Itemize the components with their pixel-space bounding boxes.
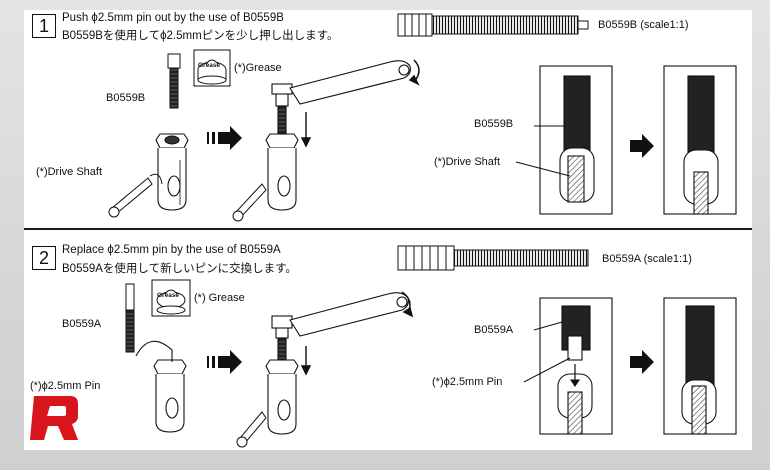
step2-rotate-arrow bbox=[401, 291, 414, 318]
step1-arrow-right bbox=[207, 126, 242, 150]
step2-shaft-right bbox=[236, 411, 267, 448]
step1-drive-shaft-right bbox=[232, 183, 267, 222]
step2-pin-leader bbox=[523, 357, 571, 383]
step1-wrench bbox=[289, 60, 411, 105]
step1-tool-b0559b bbox=[167, 53, 181, 109]
step-number-1: 1 bbox=[32, 14, 56, 38]
instruction-sheet bbox=[24, 10, 752, 450]
step-number-2: 2 bbox=[32, 246, 56, 270]
step1-tool-label: B0559B bbox=[106, 92, 146, 104]
step2-grease-tin-text: Grease bbox=[157, 292, 180, 299]
step2-instruction-ja: B0559Aを使用して新しいピンに交換します。 bbox=[62, 263, 297, 275]
step1-detail-after bbox=[663, 65, 737, 215]
step1-down-arrow bbox=[300, 112, 312, 148]
tool-b0559a-scale-drawing bbox=[397, 245, 589, 271]
step2-arrow-right bbox=[207, 350, 242, 374]
step1-shaft-leader bbox=[515, 161, 571, 177]
step1-detail-arrow bbox=[630, 134, 654, 158]
step2-tool-b0559a bbox=[125, 283, 135, 353]
step2-instruction-en: Replace ϕ2.5mm pin by the use of B0559A bbox=[62, 244, 281, 256]
step1-rotate-arrow bbox=[408, 59, 420, 86]
step2-wrench bbox=[289, 292, 409, 337]
step1-detail-part-label: (*)Drive Shaft bbox=[434, 156, 501, 168]
step2-detail-arrow bbox=[630, 350, 654, 374]
red-rc-logo bbox=[30, 396, 78, 440]
step-divider bbox=[24, 228, 752, 230]
step2-grease-label: (*) Grease bbox=[194, 292, 245, 304]
step2-part-label: (*)ϕ2.5mm Pin bbox=[30, 380, 101, 392]
step1-grease-tin-text: Grease bbox=[198, 62, 221, 69]
step1-scale-label: B0559B (scale1:1) bbox=[598, 19, 689, 31]
step2-cup-left bbox=[135, 340, 187, 433]
step1-detail-before bbox=[539, 65, 613, 215]
step1-cup-pressed bbox=[265, 83, 299, 211]
tool-b0559b-scale-drawing bbox=[397, 13, 589, 37]
step2-detail-before bbox=[539, 297, 613, 435]
step1-part-label: (*)Drive Shaft bbox=[36, 166, 103, 178]
step1-instruction-en: Push ϕ2.5mm pin out by the use of B0559B bbox=[62, 12, 284, 24]
step2-cup-pressed bbox=[265, 315, 299, 435]
step1-grease-tin bbox=[193, 49, 231, 87]
step2-grease-tin bbox=[151, 279, 191, 317]
step1-instruction-ja: B0559Bを使用してϕ2.5mmピンを少し押し出します。 bbox=[62, 30, 339, 42]
step1-detail-tool-label: B0559B bbox=[474, 118, 514, 130]
step1-drive-shaft-left bbox=[108, 173, 163, 218]
step2-down-arrow bbox=[300, 346, 312, 376]
step1-grease-label: (*)Grease bbox=[234, 62, 282, 74]
step2-detail-part-label: (*)ϕ2.5mm Pin bbox=[432, 376, 503, 388]
step1-cup-left bbox=[155, 133, 189, 211]
step2-scale-label: B0559A (scale1:1) bbox=[602, 253, 692, 265]
step2-detail-after bbox=[663, 297, 737, 435]
step2-tool-leader bbox=[533, 321, 563, 331]
step2-detail-tool-label: B0559A bbox=[474, 324, 514, 336]
step2-tool-label: B0559A bbox=[62, 318, 102, 330]
